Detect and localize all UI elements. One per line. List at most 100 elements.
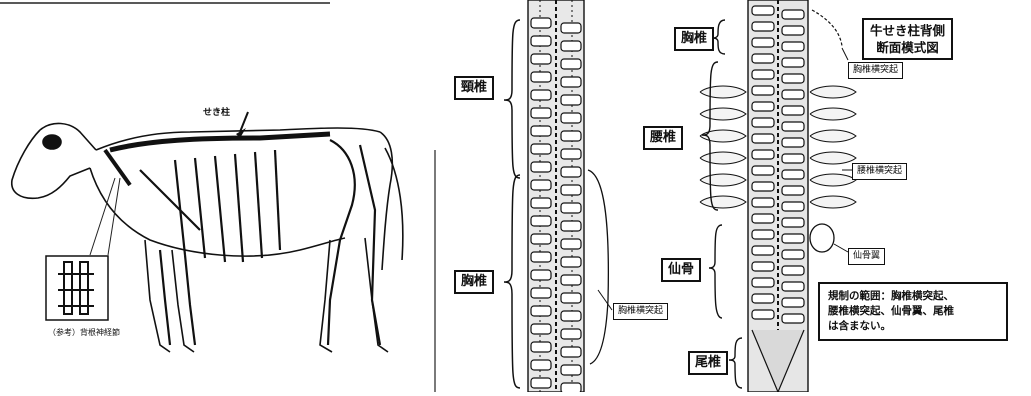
vertebra-segment: [561, 275, 581, 285]
vertebra-segment: [531, 216, 551, 226]
spine-arrow: [240, 112, 248, 132]
vertebra-segment: [752, 230, 774, 239]
vertebra-segment: [531, 342, 551, 352]
vertebra-segment: [531, 108, 551, 118]
vertebra-segment: [752, 70, 774, 79]
vertebra-segment: [531, 252, 551, 262]
vertebra-segment: [531, 72, 551, 82]
vertebra-segment: [561, 59, 581, 69]
cervical-label: 頸椎: [454, 76, 494, 100]
vertebra-segment: [531, 90, 551, 100]
vertebra-segment: [531, 198, 551, 208]
vertebra-segment: [752, 182, 774, 191]
vertebra-segment: [561, 239, 581, 249]
vertebra-segment: [531, 288, 551, 298]
vertebra-segment: [752, 310, 774, 319]
vertebra-segment: [752, 262, 774, 271]
regulation-note: 規制の範囲：胸椎横突起、 腰椎横突起、仙骨翼、尾椎 は含まない。: [818, 282, 1008, 341]
vertebra-segment: [782, 298, 804, 307]
vertebra-segment: [561, 95, 581, 105]
vertebra-segment: [782, 218, 804, 227]
sacrum-label: 仙骨: [661, 258, 701, 282]
inset-connector-left: [90, 178, 115, 255]
vertebra-segment: [782, 90, 804, 99]
vertebra-segment: [752, 246, 774, 255]
spine-label: せき柱: [203, 105, 230, 118]
vertebra-segment: [752, 134, 774, 143]
vertebra-segment: [782, 234, 804, 243]
vertebra-segment: [531, 378, 551, 388]
inset-caption: （参考）背根神経節: [48, 327, 120, 338]
vertebra-segment: [561, 203, 581, 213]
vertebra-segment: [561, 221, 581, 231]
transverse-process: [810, 86, 856, 98]
vertebra-segment: [782, 202, 804, 211]
vertebra-segment: [531, 270, 551, 280]
vertebra-segment: [531, 126, 551, 136]
vertebra-segment: [561, 77, 581, 87]
vertebra-segment: [561, 257, 581, 267]
vertebra-segment: [561, 185, 581, 195]
lumbar-label: 腰椎: [643, 126, 683, 150]
figure-title: 牛せき柱背側 断面模式図: [862, 18, 953, 60]
vertebra-segment: [531, 54, 551, 64]
sacral-wing-label: 仙骨翼: [848, 248, 885, 265]
cervical-brace: [504, 20, 520, 178]
vertebra-segment: [531, 324, 551, 334]
vertebra-segment: [561, 167, 581, 177]
vertebra-segment: [752, 214, 774, 223]
vertebra-segment: [752, 38, 774, 47]
vertebra-segment: [561, 131, 581, 141]
transverse-process: [810, 152, 856, 164]
vertebra-segment: [782, 26, 804, 35]
middle-spine: [528, 0, 612, 392]
vertebra-segment: [752, 22, 774, 31]
vertebra-segment: [561, 383, 581, 392]
vertebra-segment: [752, 86, 774, 95]
transverse-process: [810, 108, 856, 120]
vertebra-segment: [752, 102, 774, 111]
note-line-3: は含まない。: [828, 319, 998, 334]
vertebra-segment: [561, 41, 581, 51]
lumbar-transverse-label: 腰椎横突起: [852, 163, 907, 180]
transverse-process: [700, 196, 746, 208]
transverse-process: [700, 86, 746, 98]
vertebra-segment: [531, 234, 551, 244]
middle-thoracic-label: 胸椎: [454, 270, 494, 294]
vertebra-segment: [561, 293, 581, 303]
vertebra-segment: [531, 162, 551, 172]
vertebra-segment: [752, 294, 774, 303]
vertebra-segment: [782, 42, 804, 51]
vertebra-segment: [531, 180, 551, 190]
vertebra-segment: [782, 314, 804, 323]
note-line-2: 腰椎横突起、仙骨翼、尾椎: [828, 304, 998, 319]
vertebra-segment: [752, 166, 774, 175]
note-line-1: 規制の範囲：胸椎横突起、: [828, 289, 998, 304]
vertebra-segment: [561, 311, 581, 321]
middle-thoracic-transverse-label: 胸椎横突起: [613, 303, 668, 320]
vertebra-segment: [752, 150, 774, 159]
thoracic-brace: [504, 175, 520, 388]
vertebra-segment: [782, 170, 804, 179]
vertebra-segment: [531, 360, 551, 370]
vertebra-segment: [531, 18, 551, 28]
vertebra-segment: [782, 154, 804, 163]
vertebra-segment: [752, 278, 774, 287]
vertebra-segment: [782, 282, 804, 291]
transverse-process: [700, 108, 746, 120]
caudal-brace: [729, 338, 742, 388]
caudal-label: 尾椎: [688, 351, 728, 375]
vertebra-segment: [782, 186, 804, 195]
inset-box: [46, 256, 108, 320]
vertebra-segment: [782, 10, 804, 19]
vertebra-segment: [531, 144, 551, 154]
vertebra-segment: [782, 250, 804, 259]
figure-title-line1: 牛せき柱背側: [870, 22, 945, 39]
vertebra-segment: [561, 113, 581, 123]
vertebra-segment: [561, 329, 581, 339]
right-thoracic-label: 胸椎: [674, 27, 714, 51]
vertebra-segment: [561, 149, 581, 159]
vertebra-segment: [561, 23, 581, 33]
vertebra-segment: [782, 138, 804, 147]
sacrum-brace: [709, 225, 722, 318]
